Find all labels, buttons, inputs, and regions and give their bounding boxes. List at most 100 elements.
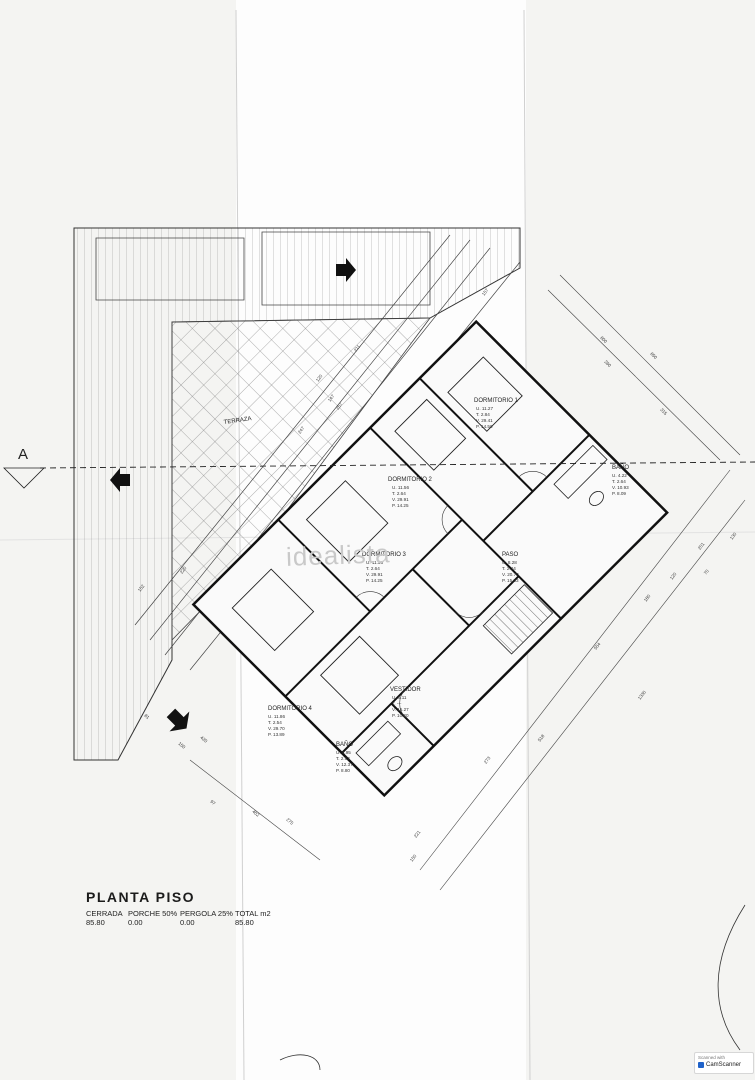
- room-data: U. 11.27: [476, 406, 493, 411]
- dimension-label: 260: [603, 359, 612, 368]
- room-data: U. 4.22: [612, 473, 627, 478]
- scanner-brand: CamScanner: [706, 1062, 742, 1068]
- dimension-label: 275: [285, 817, 294, 826]
- dimension-label: 220: [179, 565, 188, 574]
- room-data: T. 2.64: [392, 491, 406, 496]
- section-marker-arrow: [3, 467, 45, 489]
- dimension-lines: [189, 274, 746, 891]
- adjacent-drawing-curve: [717, 904, 746, 1051]
- summary-values: 85.80 0.00 0.00 85.80: [86, 918, 316, 927]
- room-data: T. 2.54: [268, 720, 282, 725]
- summary-value: 0.00: [180, 918, 195, 927]
- room-data: U. 11.86: [268, 714, 285, 719]
- watermark: idealista: [285, 538, 391, 572]
- dimension-label: 120: [669, 571, 678, 580]
- room-data: U. 6.11: [392, 695, 407, 700]
- area-summary: CERRADA PORCHE 50% PERGOLA 25% TOTAL m2 …: [86, 909, 316, 927]
- room-data: U. 4.95: [336, 750, 351, 755]
- dimension-label: 130: [729, 531, 738, 540]
- summary-header: PORCHE 50%: [128, 909, 178, 918]
- room-data: P. 13.89: [268, 732, 285, 737]
- room-label: TERRAZA: [223, 416, 252, 426]
- room-data: V. 29.91: [366, 572, 383, 577]
- room-data: T. 2.52: [336, 756, 350, 761]
- room-data: T. 2.64: [612, 479, 626, 484]
- section-marker-label: A: [18, 446, 29, 463]
- summary-value: 85.80: [235, 918, 254, 927]
- summary-value: 85.80: [86, 918, 105, 927]
- room-data: U. 11.56: [366, 560, 383, 565]
- dimension-label: 650: [649, 351, 658, 360]
- dimension-label: 152: [137, 583, 146, 592]
- dimension-label: 247: [297, 425, 306, 434]
- room-data: T. 2.84: [476, 412, 490, 417]
- room-label: DORMITORIO 3: [362, 552, 407, 558]
- scanner-caption: Scanned with: [698, 1055, 726, 1060]
- room-label: DORMITORIO 4: [268, 706, 313, 712]
- dimension-label: 257: [335, 401, 344, 410]
- entrance-arrow-icon: [336, 258, 356, 282]
- summary-header: TOTAL m2: [235, 909, 271, 918]
- dimension-label: 420: [199, 735, 208, 744]
- camscanner-icon: [698, 1062, 704, 1068]
- room-data: U. 11.56: [392, 485, 409, 490]
- dimension-label: 81: [143, 713, 150, 720]
- dimension-label: 70: [703, 568, 710, 575]
- summary-header: CERRADA: [86, 909, 123, 918]
- room-data: T. 2.64: [366, 566, 380, 571]
- dimension-labels: 650 600 260 315 201 130 120 70 180 554 1…: [137, 287, 738, 862]
- scanner-brand-row: CamScanner: [698, 1061, 750, 1069]
- room-data: V. 10.93: [612, 485, 629, 490]
- dimension-label: 120: [315, 373, 324, 382]
- room-data: V. 20.70: [502, 572, 519, 577]
- summary-header: PERGOLA 25%: [180, 909, 233, 918]
- dimension-label: 150: [177, 741, 186, 750]
- room-data: P. 15.83: [502, 578, 519, 583]
- room-data: V. 15.27: [392, 707, 409, 712]
- scanner-badge: Scanned with CamScanner: [694, 1052, 754, 1074]
- dimension-label: 201: [697, 541, 706, 550]
- room-data: P. 14.50: [476, 424, 493, 429]
- room-data: P. 8.09: [612, 491, 626, 496]
- room-label: BAÑO: [336, 741, 353, 748]
- stairs: [482, 584, 554, 655]
- dimension-label: 1330: [637, 689, 647, 700]
- roof-panel-outline: [95, 237, 245, 301]
- room-data: P. 8.80: [336, 768, 350, 773]
- room-data: V. 29.91: [392, 497, 409, 502]
- room-label: DORMITORIO 1: [474, 398, 519, 404]
- direction-arrow-icon: [166, 708, 190, 732]
- summary-value: 0.00: [128, 918, 143, 927]
- room-data: U. 8.28: [502, 560, 517, 565]
- roof-panel-outline: [261, 231, 431, 306]
- plan-title: PLANTA PISO: [86, 889, 196, 905]
- room-label: VESTIDOR: [390, 687, 421, 693]
- adjacent-drawing-curve: [279, 1054, 321, 1071]
- section-line: [39, 461, 755, 469]
- room-data: T. ---: [392, 701, 402, 706]
- dimension-label: 518: [537, 733, 546, 742]
- dimension-label: 273: [483, 755, 492, 764]
- room-data: P. 14.25: [366, 578, 383, 583]
- room-data: V. 29.41: [476, 418, 493, 423]
- building: [191, 319, 669, 798]
- room-label: BAÑO: [612, 464, 629, 471]
- dimension-label: 147: [327, 393, 336, 402]
- dimension-label: 180: [643, 593, 652, 602]
- dimension-label: 554: [593, 641, 602, 650]
- room-data: V. 12.37: [336, 762, 353, 767]
- room-data: P. 10.20: [392, 713, 409, 718]
- summary-headers: CERRADA PORCHE 50% PERGOLA 25% TOTAL m2: [86, 909, 316, 918]
- dimension-label: 221: [413, 829, 422, 838]
- room-label: DORMITORIO 2: [388, 477, 433, 483]
- dimension-label: 157: [481, 287, 490, 296]
- dimension-label: 315: [659, 407, 668, 416]
- room-label: PASO: [502, 552, 519, 558]
- direction-arrow-icon: [110, 468, 130, 492]
- room-data: P. 14.25: [392, 503, 409, 508]
- room-data: T. 2.44: [502, 566, 516, 571]
- room-data: V. 29.70: [268, 726, 285, 731]
- dimension-label: 402: [251, 809, 260, 818]
- dimension-label: 150: [409, 853, 418, 862]
